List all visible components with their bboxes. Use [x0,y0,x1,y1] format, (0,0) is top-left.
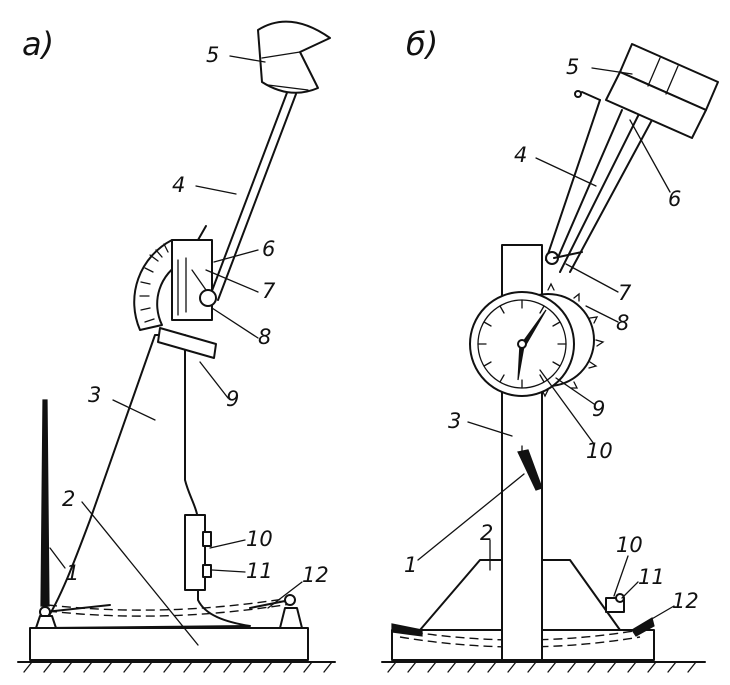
panel-b-label-11: 11 [638,565,665,589]
panel-b-label-4: 4 [514,143,527,167]
panel-a-base-plate [29,627,309,661]
panel-a-label-5: 5 [206,43,219,67]
panel-b-label-9: 9 [592,397,605,421]
panel-a-leaders [49,55,303,646]
panel-a: а) [0,0,360,685]
panel-a-mechanism-plate [171,239,213,321]
panel-a-right-pivot [284,594,296,606]
panel-a-frame [44,334,251,629]
panel-a-label-7: 7 [262,279,276,303]
panel-a-label-12: 12 [302,563,329,587]
panel-b-label-12: 12 [672,589,699,613]
panel-a-label-8: 8 [258,325,271,349]
panel-a-title: а) [22,25,54,63]
panel-a-scale-foot [157,327,217,359]
panel-a-label-6: 6 [262,237,275,261]
panel-b-label-3: 3 [448,409,461,433]
panel-b-label-7: 7 [618,281,632,305]
panel-a-pendulum-arm [209,89,289,297]
panel-a-label-10: 10 [246,527,273,551]
panel-a-label-3: 3 [88,383,101,407]
panel-a-drawing: а) [17,20,336,673]
panel-b-label-10: 10 [586,439,613,463]
panel-a-pendulum-axis [199,289,217,307]
panel-b-left-support [391,623,423,637]
panel-a-label-9: 9 [226,387,239,411]
panel-b-drawing: б) [381,25,719,673]
panel-b-label-2: 2 [480,521,493,545]
panel-b-device [517,449,543,491]
panel-a-scale-sector [133,239,183,331]
panel-a-label-2: 2 [62,487,75,511]
panel-b-label-8: 8 [616,311,629,335]
panel-b: б) [360,0,730,685]
panel-b-label-6: 6 [668,187,681,211]
panel-b-label-10b: 10 [616,533,643,557]
panel-b-ground [381,661,706,673]
panel-a-label-1: 1 [66,561,79,585]
panel-a-side-box [184,514,206,591]
panel-b-title: б) [406,25,438,63]
panel-a-rod [40,399,50,607]
panel-b-pendulum-arm [545,99,601,261]
panel-a-label-11: 11 [246,559,273,583]
panel-b-dial-hub [517,339,527,349]
panel-a-label-4: 4 [172,173,185,197]
panel-b-label-1: 1 [404,553,417,577]
panel-a-hammer [257,20,331,94]
panel-b-right-support [631,617,655,637]
panel-b-label-5: 5 [566,55,579,79]
panel-a-ground [17,661,336,673]
panel-b-leaders [417,67,675,621]
